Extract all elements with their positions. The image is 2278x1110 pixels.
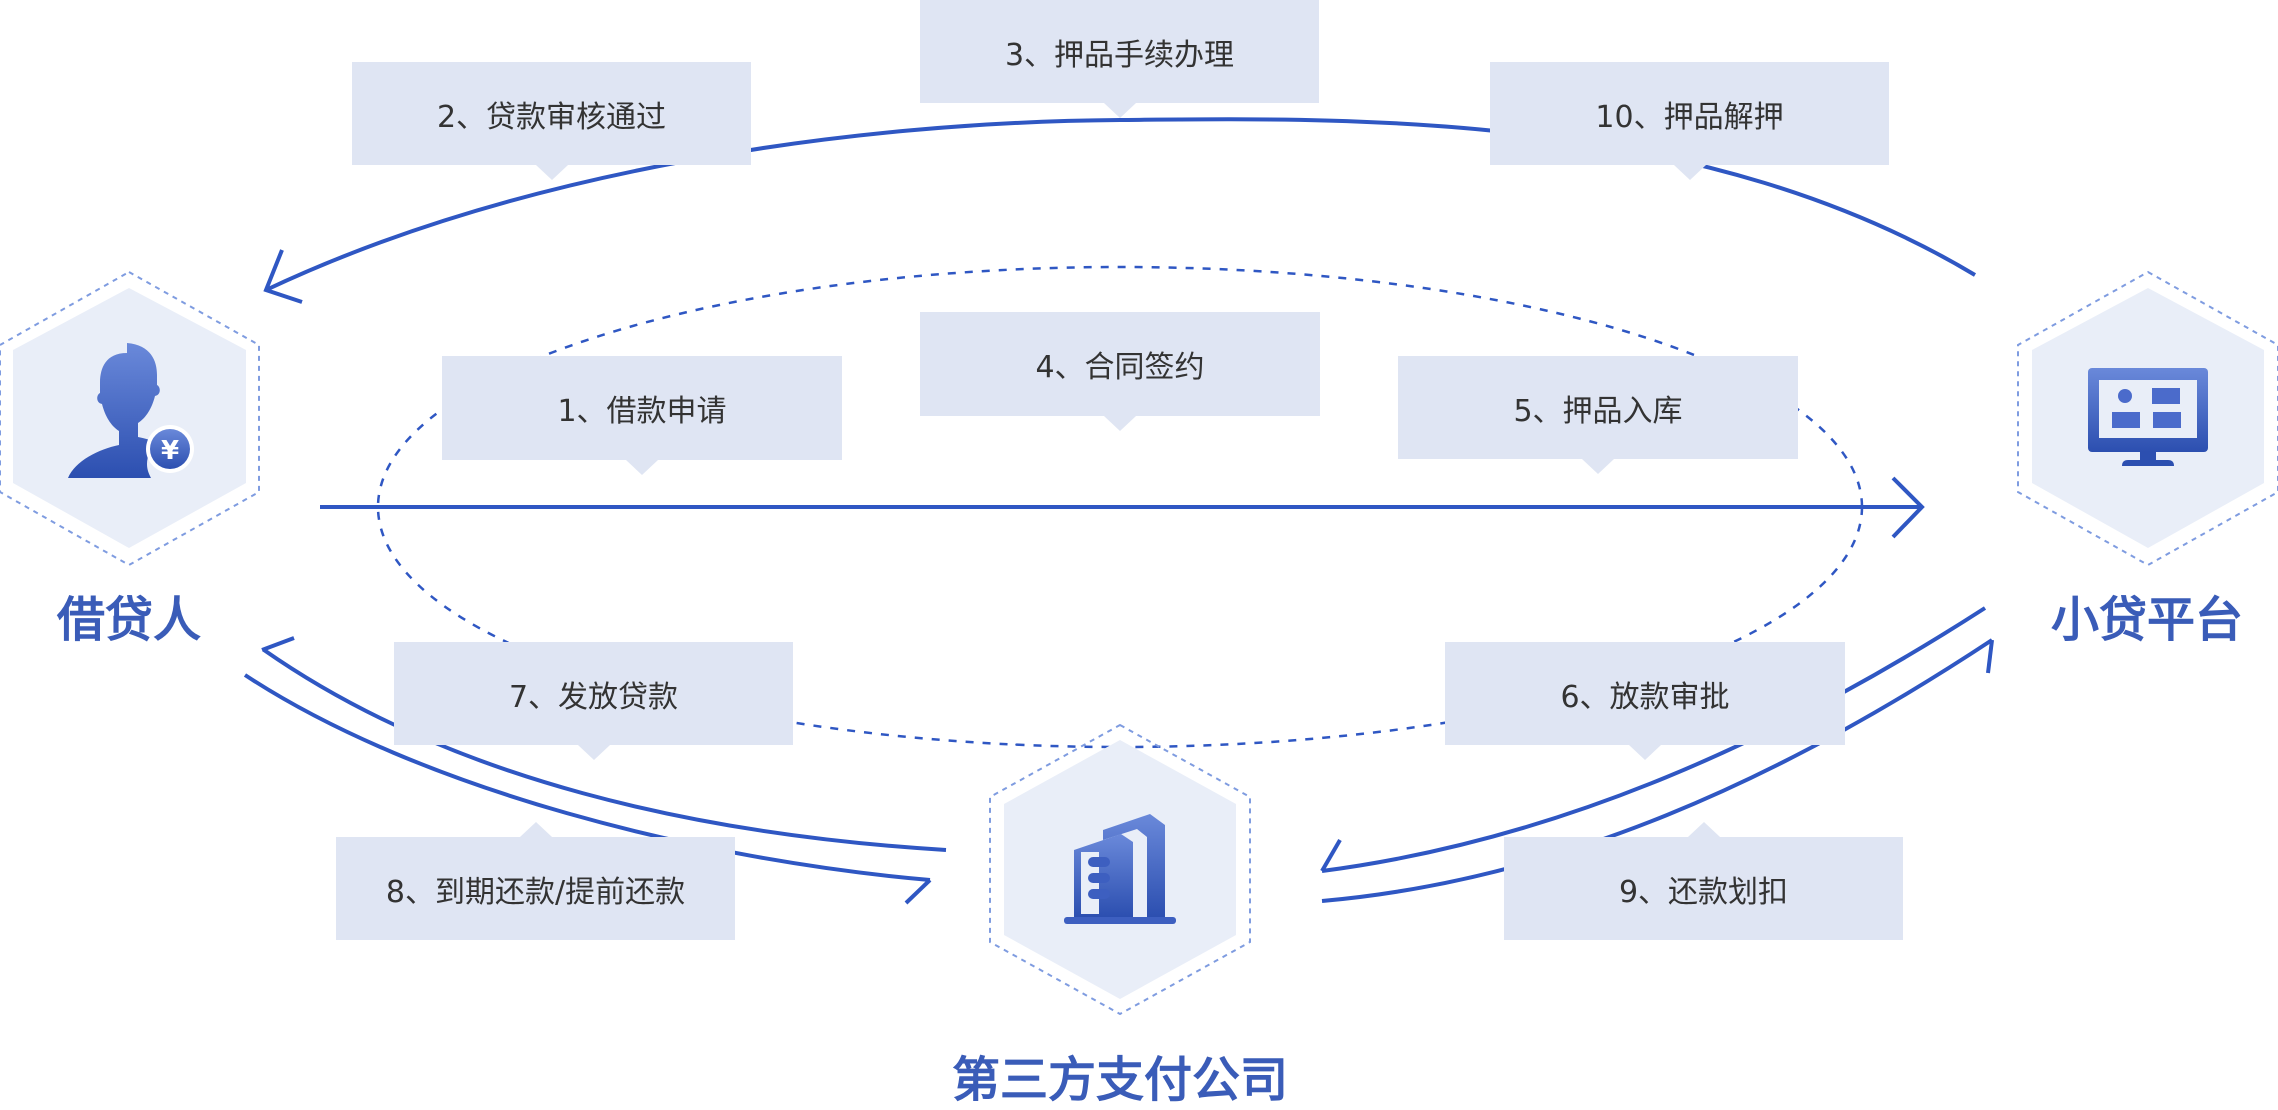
- callout-tail: [1582, 459, 1614, 474]
- building-icon: [1064, 814, 1176, 924]
- callout-tail: [626, 460, 658, 475]
- arc-borrower-to-payment: [243, 673, 931, 882]
- arrowhead-to-platform: [1891, 476, 1925, 539]
- borrower-label: 借贷人: [56, 592, 202, 648]
- callout-tail: [577, 745, 610, 760]
- platform-node: [2017, 270, 2278, 567]
- step-8-box: 8、到期还款/提前还款: [336, 822, 735, 940]
- arrowhead-to-payment-right: [1320, 838, 1342, 873]
- arc-platform-to-payment: [1321, 606, 1987, 873]
- payment-node: [989, 723, 1251, 1016]
- step-4-box: 4、合同签约: [920, 312, 1320, 431]
- platform-label: 小贷平台: [2050, 592, 2244, 648]
- callout-tail: [1104, 416, 1136, 431]
- step-5-label: 5、押品入库: [1513, 393, 1683, 429]
- callout-tail: [535, 165, 568, 180]
- arc-payment-to-borrower: [262, 648, 947, 852]
- arrowhead-to-borrower-bottom: [261, 636, 295, 652]
- hex-outline: [2017, 270, 2278, 567]
- monitor-dashboard-icon: [2088, 368, 2208, 466]
- step-4-label: 4、合同签约: [1035, 350, 1205, 385]
- step-1-label: 1、借款申请: [557, 394, 727, 429]
- payment-label: 第三方支付公司: [951, 1052, 1289, 1108]
- step-10-box: 10、押品解押: [1490, 62, 1889, 180]
- step-1-box: 1、借款申请: [442, 356, 842, 475]
- step-7-box: 7、发放贷款: [394, 642, 793, 760]
- arc-payment-to-platform: [1321, 638, 1994, 903]
- step-3-label: 3、押品手续办理: [1004, 37, 1235, 73]
- borrower-node: ¥: [0, 270, 260, 567]
- callout-tail: [1629, 745, 1661, 760]
- step-6-box: 6、放款审批: [1445, 642, 1845, 760]
- step-2-box: 2、贷款审核通过: [352, 62, 751, 180]
- step-7-label: 7、发放贷款: [508, 679, 679, 715]
- step-9-label: 9、还款划扣: [1618, 874, 1789, 910]
- step-8-label: 8、到期还款/提前还款: [385, 874, 686, 910]
- arrowhead-to-platform-bottom: [1986, 639, 1994, 674]
- svg-text:¥: ¥: [161, 436, 179, 466]
- step-3-box: 3、押品手续办理: [920, 0, 1319, 118]
- arrowhead-to-payment-left: [904, 878, 932, 905]
- user-yuan-icon: ¥: [68, 343, 194, 478]
- callout-tail: [1673, 165, 1706, 180]
- callout-tail: [519, 822, 552, 837]
- step-6-label: 6、放款审批: [1560, 679, 1730, 715]
- callout-tail: [1687, 822, 1720, 837]
- hex-outline: [989, 723, 1251, 1016]
- arrowhead-to-borrower-top: [263, 249, 303, 304]
- step-5-box: 5、押品入库: [1398, 356, 1798, 474]
- step-2-label: 2、贷款审核通过: [436, 99, 667, 135]
- step-9-box: 9、还款划扣: [1504, 822, 1903, 940]
- step-10-label: 10、押品解押: [1595, 99, 1784, 135]
- callout-tail: [1103, 103, 1136, 118]
